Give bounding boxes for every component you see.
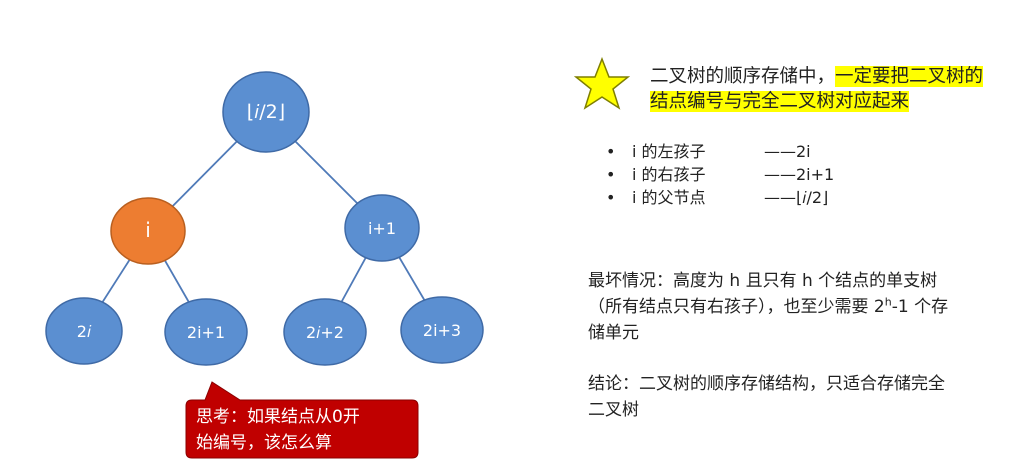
node-circle [400, 296, 484, 364]
node-label: 2𝑖 [77, 322, 92, 341]
node-label: 2𝑖+2 [306, 323, 344, 342]
callout-line-2: 始编号，该怎么算 [196, 433, 332, 453]
tree-node-c2i1: 2i+1 [164, 298, 248, 366]
tree-node-i1: i+1 [344, 194, 420, 262]
node-circle [45, 297, 123, 365]
list-item: •i 的父节点——⌊𝑖/2⌋ [606, 188, 829, 207]
callout-line-1: 思考：如果结点从0开 [196, 407, 360, 427]
tree-node-root: ⌊𝑖/2⌋ [222, 71, 310, 153]
conclusion-text: 结论：二叉树的顺序存储结构，只适合存储完全二叉树 [588, 374, 945, 420]
worst-case-exponent: h [884, 295, 892, 309]
node-circle [222, 71, 310, 153]
relation-value: ——2i+1 [764, 165, 835, 184]
relation-value: ——2i [764, 142, 811, 161]
node-label: i [145, 218, 151, 242]
callout-bubble [185, 381, 419, 459]
worst-case-main: 最坏情况：高度为 h 且只有 h 个结点的单支树（所有结点只有右孩子），也至少需… [588, 271, 938, 317]
node-circle [344, 194, 420, 262]
tree-nodes: ⌊𝑖/2⌋ i i+1 2𝑖 2i+1 2𝑖+2 2i+3 [45, 71, 484, 366]
relation-label: i 的父节点 [632, 188, 706, 207]
tree-node-c2i3: 2i+3 [400, 296, 484, 364]
title-text: 二叉树的顺序存储中，一定要把二叉树的结点编号与完全二叉树对应起来 [650, 64, 995, 114]
node-label: 2i+1 [187, 323, 225, 342]
node-label: ⌊𝑖/2⌋ [247, 101, 285, 123]
tree-node-i: i [110, 197, 186, 265]
callout-text: 思考：如果结点从0开 始编号，该怎么算 [196, 404, 411, 456]
node-label: 2i+3 [423, 321, 461, 340]
relation-value: ——⌊𝑖/2⌋ [764, 188, 829, 207]
node-circle [283, 298, 367, 366]
worst-case-tail: -1 个存储单元 [588, 297, 949, 343]
relation-list: •i 的左孩子——2i •i 的右孩子——2i+1 •i 的父节点——⌊𝑖/2⌋ [606, 140, 834, 209]
list-item: •i 的左孩子——2i [606, 142, 811, 161]
tree-node-c2i: 2𝑖 [45, 297, 123, 365]
star-icon [574, 57, 630, 110]
relation-label: i 的左孩子 [632, 142, 706, 161]
node-circle [110, 197, 186, 265]
tree-node-c2i2: 2𝑖+2 [283, 298, 367, 366]
relation-label: i 的右孩子 [632, 165, 706, 184]
list-item: •i 的右孩子——2i+1 [606, 165, 835, 184]
node-circle [164, 298, 248, 366]
title-part-1: 二叉树的顺序存储中， [650, 66, 836, 87]
node-label: i+1 [368, 219, 396, 238]
worst-case-text: 最坏情况：高度为 h 且只有 h 个结点的单支树（所有结点只有右孩子），也至少需… [588, 268, 958, 346]
